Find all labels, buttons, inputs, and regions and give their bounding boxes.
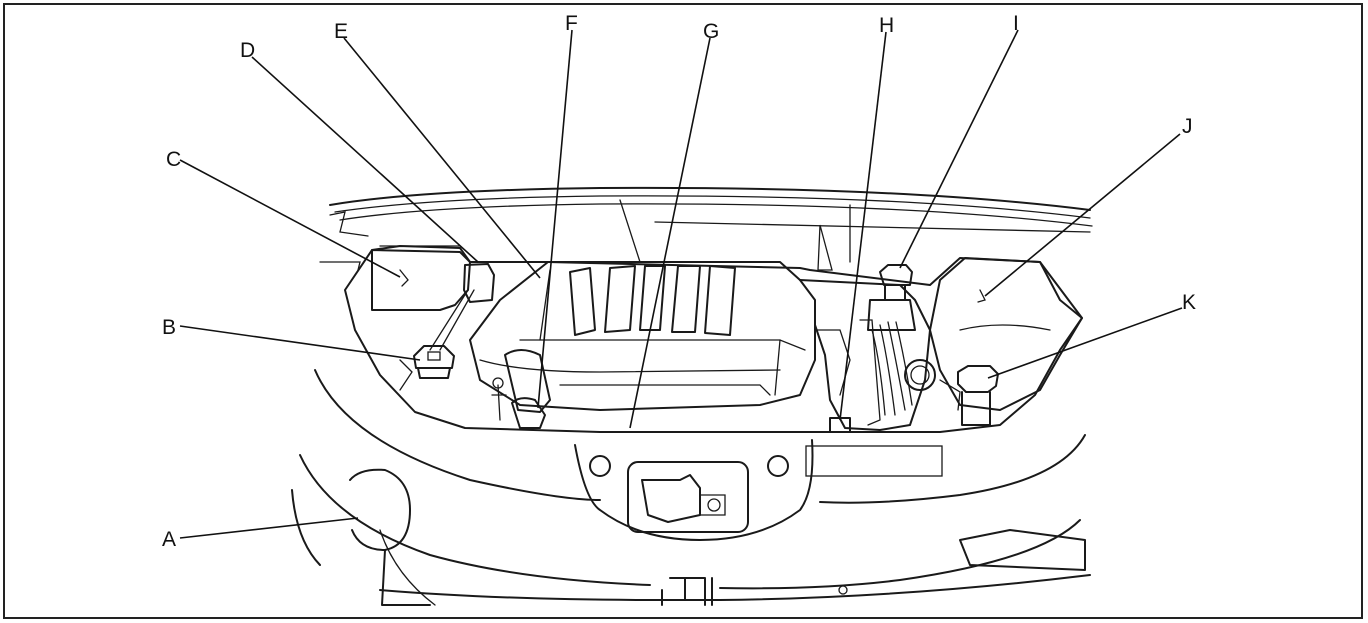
- leader-line-d: [251, 56, 479, 263]
- leader-line-e: [343, 37, 541, 279]
- callout-c: C: [166, 148, 181, 171]
- washer-reservoir: [371, 245, 471, 311]
- callout-f: F: [565, 12, 578, 35]
- oil-dipstick: [491, 377, 546, 429]
- callout-d: D: [240, 39, 255, 62]
- fuse-block: [429, 263, 495, 351]
- leader-line-b: [179, 325, 421, 361]
- front-fascia: [291, 369, 1091, 606]
- leader-lines: [179, 29, 1183, 539]
- leader-line-c: [179, 159, 401, 278]
- callout-k: K: [1182, 291, 1196, 314]
- leader-line-f: [537, 29, 573, 409]
- hood-edge: [329, 186, 1093, 271]
- callout-e: E: [334, 20, 348, 43]
- callout-a: A: [162, 528, 176, 551]
- engine-bay-outline: [319, 211, 1083, 433]
- brake-fluid-cap: [939, 365, 999, 426]
- callout-b: B: [162, 316, 176, 339]
- leader-line-a: [179, 517, 359, 539]
- leader-line-h: [839, 31, 887, 421]
- callout-h: H: [879, 14, 894, 37]
- leader-line-g: [629, 37, 711, 429]
- leader-line-i: [899, 29, 1019, 269]
- callout-g: G: [703, 20, 719, 43]
- coolant-cap: [399, 345, 455, 391]
- callout-i: I: [1013, 12, 1019, 35]
- leader-line-j: [984, 133, 1181, 297]
- callout-j: J: [1182, 115, 1193, 138]
- oil-fill-cap: [867, 264, 916, 331]
- leader-line-k: [987, 307, 1183, 379]
